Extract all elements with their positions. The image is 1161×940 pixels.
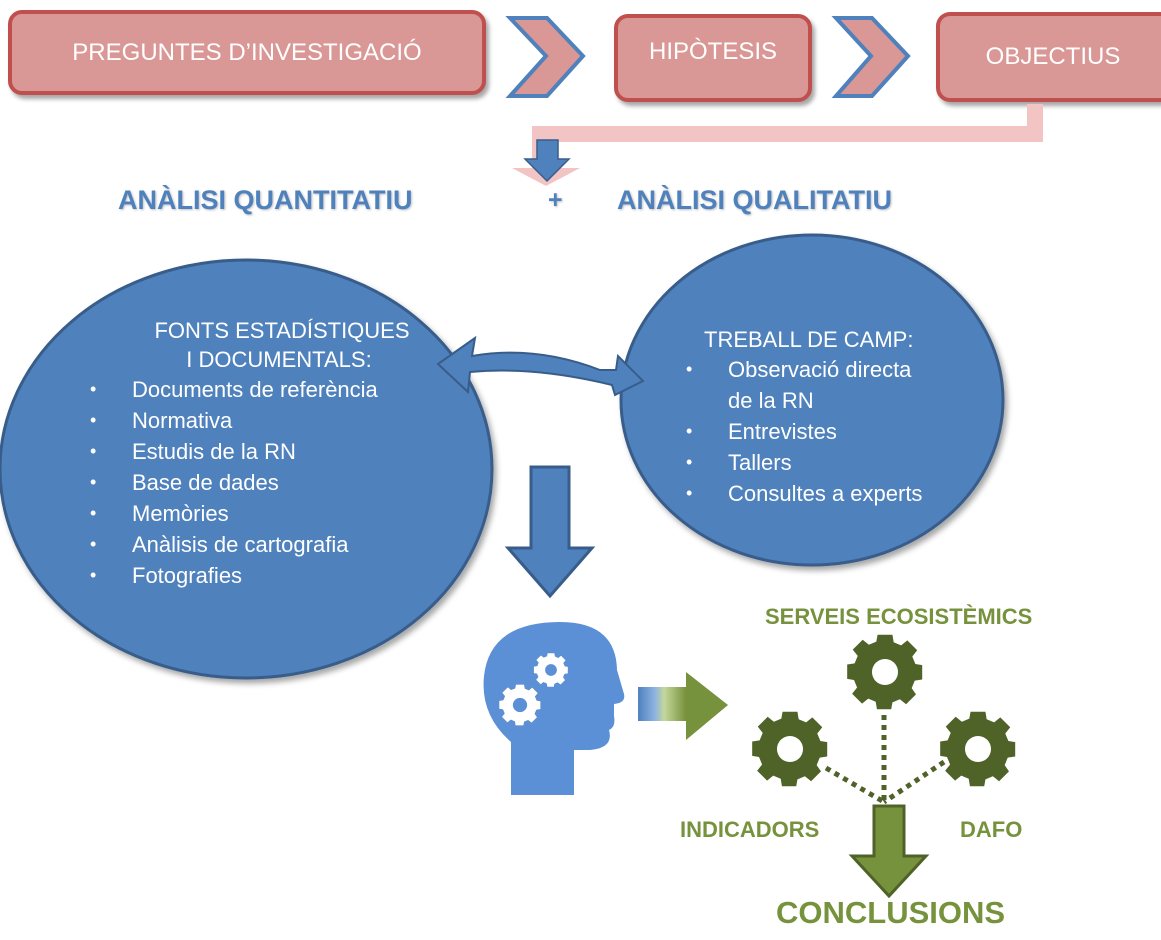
conclusions-label: CONCLUSIONS [776,895,1006,930]
step-box-objectives: OBJECTIUS [936,12,1161,102]
sources-title-line2: I DOCUMENTALS: [186,347,372,372]
step-box-hypothesis: HIPÒTESIS [614,14,812,102]
list-item: •Estudis de la RN [90,439,296,464]
dotted-connectors [824,715,946,805]
sources-content: FONTS ESTADÍSTIQUES I DOCUMENTALS: •Docu… [90,316,450,591]
gear-icon [940,711,1016,787]
fieldwork-content: TREBALL DE CAMP: •Observació directa de … [684,326,984,509]
return-connector [512,104,1043,186]
list-item: •Observació directa [686,357,912,382]
fieldwork-circle [619,233,1005,567]
quantitative-heading: ANÀLISI QUANTITATIU [118,185,413,215]
list-item: •Tallers [686,450,792,475]
list-item: •Entrevistes [686,419,837,444]
gradient-arrow-icon [638,672,728,740]
big-down-arrow-icon [504,465,596,599]
chevron-right-icon [831,16,911,98]
list-item: de la RN [728,388,814,413]
sources-list: •Documents de referència •Normativa •Est… [90,374,450,591]
list-item: •Base de dades [90,470,279,495]
qualitative-heading: ANÀLISI QUALITATIU [617,185,892,215]
list-item: •Fotografies [90,563,243,588]
step-label: PREGUNTES D’INVESTIGACIÓ [72,38,422,66]
gear-icon [847,634,923,710]
fieldwork-list: •Observació directa de la RN •Entreviste… [686,354,984,509]
chevron-right-icon [505,16,586,98]
sources-title-line1: FONTS ESTADÍSTIQUES [154,318,410,343]
step-label: OBJECTIUS [985,43,1121,70]
list-item: •Consultes a experts [686,481,923,506]
double-arrow-icon [436,335,645,397]
list-item: •Anàlisis de cartografia [90,532,349,557]
conclusions-arrow-icon [848,804,930,899]
fieldwork-title: TREBALL DE CAMP: [704,327,914,352]
services-label: SERVEIS ECOSISTÈMICS [765,604,1033,629]
indicators-label: INDICADORS [680,817,820,842]
list-item: •Documents de referència [90,377,378,402]
dafo-label: DAFO [960,817,1023,842]
sources-circle [0,258,494,680]
gear-icon [752,711,828,787]
head-gears-icon [483,622,625,795]
step-box-questions: PREGUNTES D’INVESTIGACIÓ [8,10,486,95]
list-item: •Memòries [90,501,229,526]
down-arrow-icon [523,139,571,183]
step-label: HIPÒTESIS [648,38,778,65]
plus-sign: + [548,186,563,214]
list-item: •Normativa [90,408,233,433]
